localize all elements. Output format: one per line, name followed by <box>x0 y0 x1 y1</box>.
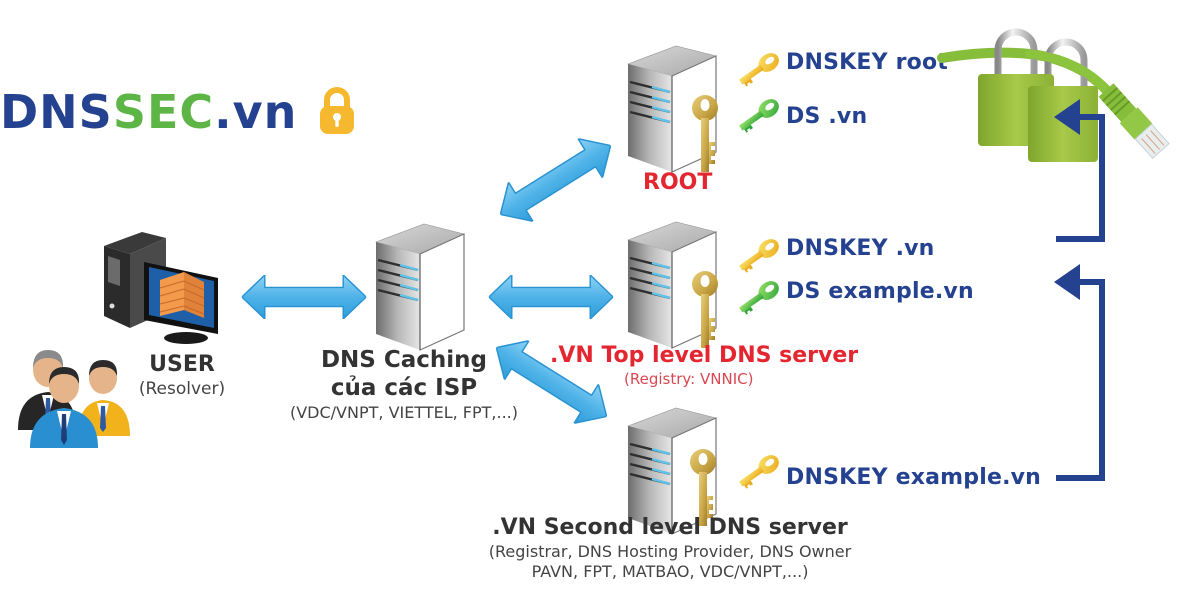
toplevel-ds-label: DS example.vn <box>786 279 974 304</box>
root-title: ROOT <box>643 170 713 195</box>
user-title: USER <box>149 352 215 377</box>
logo-vn: .vn <box>214 85 298 139</box>
secondlevel-label-block: .VN Second level DNS server (Registrar, … <box>489 514 851 582</box>
logo-dns: DNS <box>0 85 113 139</box>
root-ds-label: DS .vn <box>786 104 868 129</box>
users-group-icon <box>18 350 130 448</box>
toplevel-dnskey-key-icon <box>733 236 783 276</box>
padlocks-with-network-cable-icon <box>937 28 1170 162</box>
caching-label-block: DNS Caching của các ISP (VDC/VNPT, VIETT… <box>290 346 518 422</box>
root-dnskey-key-icon <box>733 50 783 90</box>
caching-subtitle: (VDC/VNPT, VIETTEL, FPT,...) <box>289 403 519 422</box>
padlock-icon <box>320 87 354 134</box>
arrow-user-caching <box>240 275 368 319</box>
user-label-block: USER (Resolver) <box>139 352 225 399</box>
computer-with-firewall-icon <box>104 232 218 344</box>
caching-server-icon <box>372 222 467 352</box>
toplevel-ds-key-icon <box>733 278 783 318</box>
root-ds-key-icon <box>733 96 783 136</box>
toplevel-dnskey-label: DNSKEY .vn <box>786 236 935 261</box>
logo-sec: SEC <box>112 85 215 139</box>
toplevel-subtitle: (Registry: VNNIC) <box>624 370 754 388</box>
secondlevel-dnskey-label: DNSKEY example.vn <box>786 465 1042 490</box>
toplevel-title: .VN Top level DNS server <box>550 343 859 368</box>
trust-line-toplevel-to-root <box>1054 99 1105 242</box>
root-dnskey-label: DNSKEY root <box>786 50 948 75</box>
user-subtitle: (Resolver) <box>138 379 226 399</box>
caching-title-line1: DNS Caching <box>320 347 488 373</box>
secondlevel-dnskey-key-icon <box>733 452 783 492</box>
trust-line-secondlevel-to-toplevel <box>1054 264 1105 481</box>
arrow-caching-root <box>488 126 623 234</box>
caching-title-line2: của các ISP <box>330 375 478 401</box>
root-gold-key-icon <box>690 94 720 174</box>
secondlevel-subtitle-line1: (Registrar, DNS Hosting Provider, DNS Ow… <box>488 542 852 561</box>
arrow-caching-toplevel <box>487 275 615 319</box>
toplevel-gold-key-icon <box>690 270 720 350</box>
secondlevel-title: .VN Second level DNS server <box>492 515 848 540</box>
secondlevel-subtitle-line2: PAVN, FPT, MATBAO, VDC/VNPT,...) <box>531 562 809 581</box>
